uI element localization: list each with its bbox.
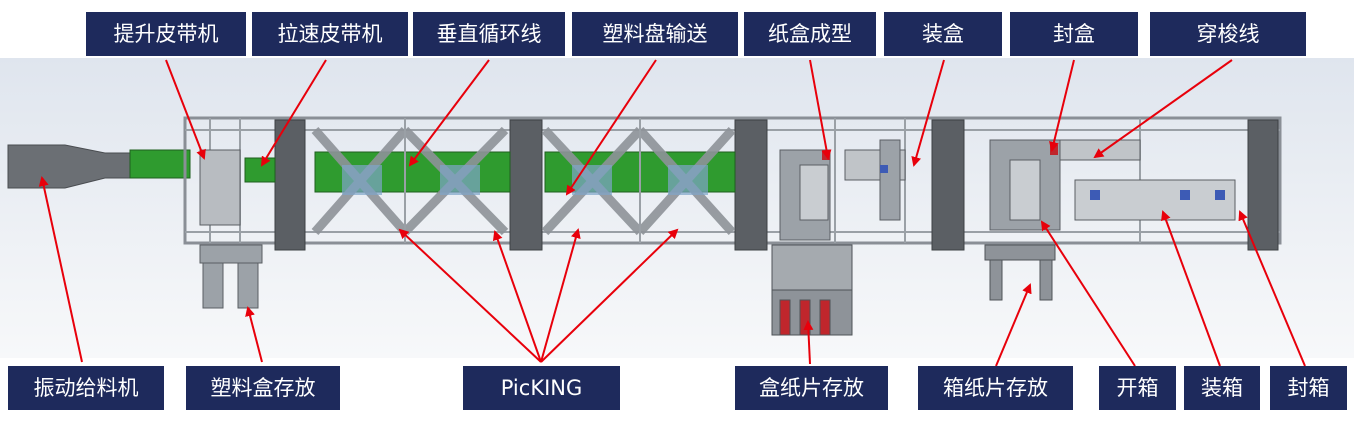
- label-speed-belt: 拉速皮带机: [252, 12, 408, 56]
- plastic-box-storage-unit: [199, 244, 263, 309]
- mechanisms: [199, 139, 1236, 241]
- label-tray-conveying: 塑料盘输送: [572, 12, 738, 56]
- label-boxing: 装盒: [884, 12, 1002, 56]
- pillar: [1247, 119, 1279, 251]
- carton-sheet-storage-unit: [771, 244, 853, 336]
- label-carton-forming: 纸盒成型: [744, 12, 876, 56]
- label-case-packing: 装箱: [1184, 366, 1260, 410]
- label-shuttle-line: 穿梭线: [1150, 12, 1306, 56]
- pillar: [509, 119, 543, 251]
- label-case-sheet-storage: 箱纸片存放: [918, 366, 1073, 410]
- label-vertical-loop: 垂直循环线: [413, 12, 565, 56]
- pillar: [274, 119, 306, 251]
- callout-arrows: [38, 59, 1306, 367]
- case-sheet-storage-unit: [984, 244, 1056, 301]
- label-case-sealing: 封箱: [1270, 366, 1347, 410]
- label-plastic-box-storage: 塑料盒存放: [186, 366, 340, 410]
- label-box-sealing: 封盒: [1010, 12, 1138, 56]
- label-case-opening: 开箱: [1099, 366, 1176, 410]
- label-carton-sheet-storage: 盒纸片存放: [735, 366, 888, 410]
- pillar: [931, 119, 965, 251]
- label-picking: PicKING: [463, 366, 620, 410]
- feeder-green-belt: [129, 149, 191, 179]
- label-vibration-feeder: 振动给料机: [8, 366, 164, 410]
- main-frame: [183, 116, 1282, 245]
- label-lifting-belt: 提升皮带机: [86, 12, 246, 56]
- pillar: [734, 119, 768, 251]
